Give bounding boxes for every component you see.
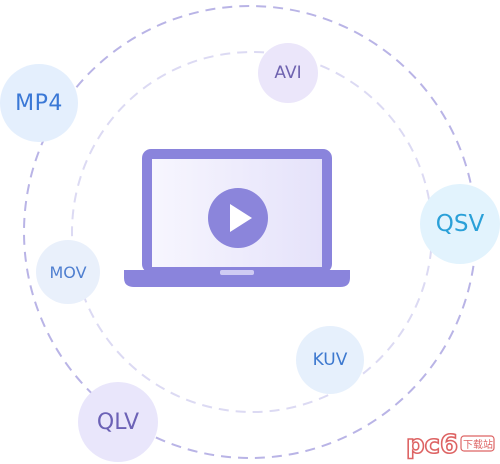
laptop-icon [124, 149, 350, 287]
svg-text:pc6: pc6 [406, 430, 458, 460]
format-label-kuv: KUV [312, 350, 348, 370]
format-label-mp4: MP4 [15, 90, 63, 116]
format-badge-qlv: QLV [78, 382, 158, 462]
format-badge-avi: AVI [258, 43, 318, 103]
format-badge-mov: MOV [36, 240, 100, 304]
pc6-watermark-logo: pc6 下载站 [405, 429, 495, 461]
format-label-qlv: QLV [96, 409, 140, 435]
svg-text:下载站: 下载站 [463, 438, 493, 451]
format-badge-qsv: QSV [420, 184, 500, 264]
format-label-mov: MOV [49, 262, 87, 282]
laptop-notch [220, 270, 254, 275]
play-icon [208, 188, 268, 248]
format-label-qsv: QSV [435, 211, 485, 237]
format-badge-mp4: MP4 [0, 64, 78, 142]
format-label-avi: AVI [274, 63, 302, 83]
format-badge-kuv: KUV [296, 326, 364, 394]
laptop-base [124, 270, 350, 287]
